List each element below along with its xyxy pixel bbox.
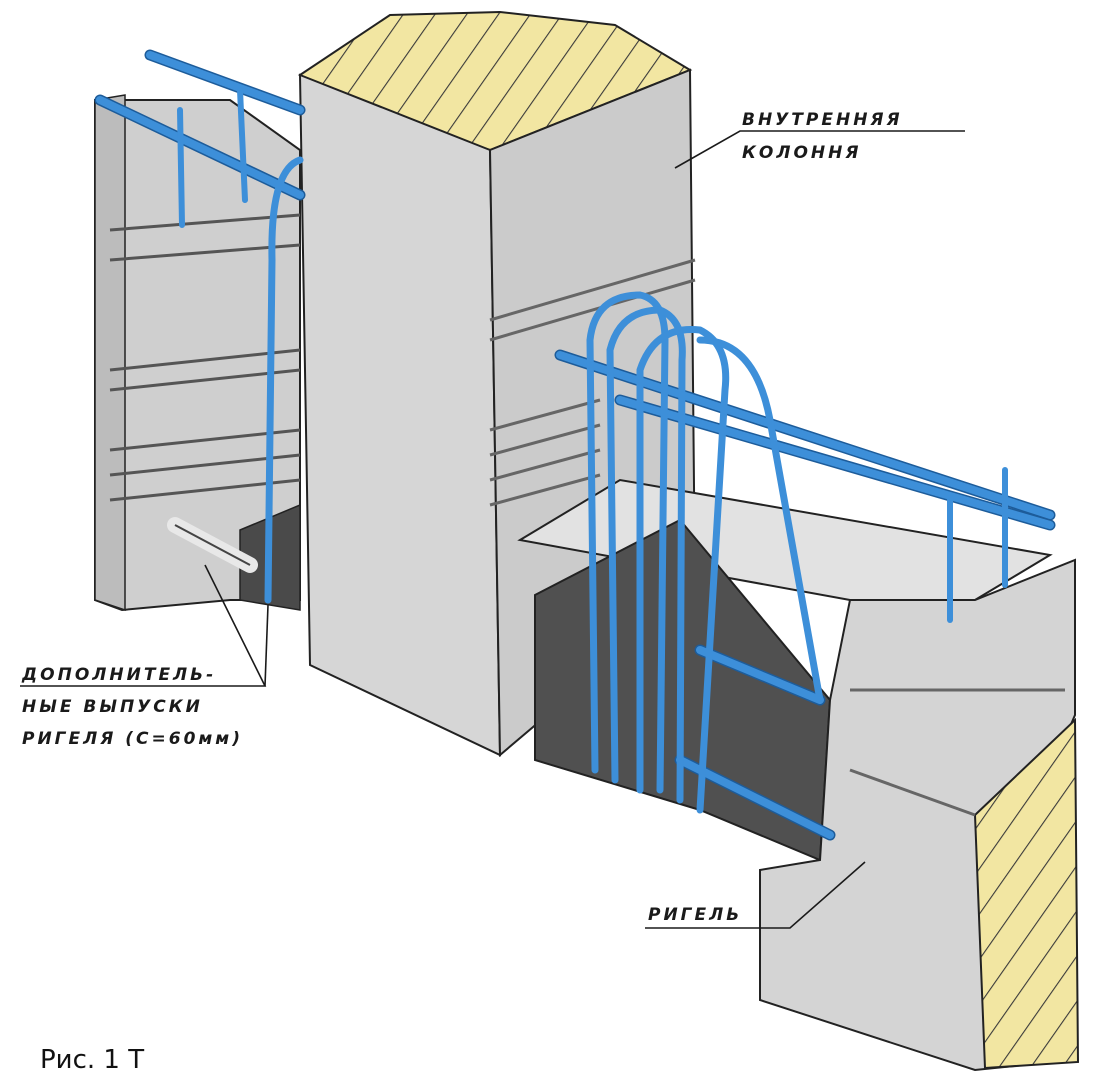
left-beam-side	[94, 94, 126, 612]
label-extra-line2: НЫЕ ВЫПУСКИ	[22, 697, 203, 717]
right-beam-section	[973, 717, 1080, 1070]
rebar-cavity-bar	[696, 646, 824, 704]
leader-beam	[645, 861, 866, 929]
column-left-face	[298, 73, 502, 757]
right-beam-grooves	[849, 688, 1065, 817]
leader-column	[674, 130, 965, 169]
rebar-top-left-bar	[146, 51, 304, 114]
stirrup-2	[606, 306, 686, 804]
label-column-line1: ВНУТРЕННЯЯ	[742, 110, 903, 130]
rebar	[94, 49, 1056, 841]
stirrup-4	[696, 336, 824, 704]
stirrup-1	[586, 291, 669, 794]
rebar-stirrups	[264, 156, 824, 814]
stirrup-3	[636, 326, 730, 814]
rebar-right-bar	[616, 396, 1054, 529]
label-extra-line3: РИГЕЛЯ (С=60мм)	[22, 729, 243, 749]
label-extra-line1: ДОПОЛНИТЕЛЬ-	[21, 665, 216, 685]
rebar-ties	[177, 87, 1008, 623]
figure-caption: Рис. 1 Т	[40, 1045, 144, 1074]
label-beam: РИГЕЛЬ	[648, 905, 742, 925]
column-grooves	[489, 258, 696, 507]
rebar-left-bar	[96, 96, 304, 199]
labels: ВНУТРЕННЯЯ КОЛОННЯ ДОПОЛНИТЕЛЬ- НЫЕ ВЫПУ…	[21, 110, 903, 1074]
right-beam-top	[517, 478, 1053, 601]
leader-lines	[20, 130, 965, 929]
stirrup-left	[264, 156, 304, 604]
label-column-line2: КОЛОННЯ	[742, 143, 861, 163]
